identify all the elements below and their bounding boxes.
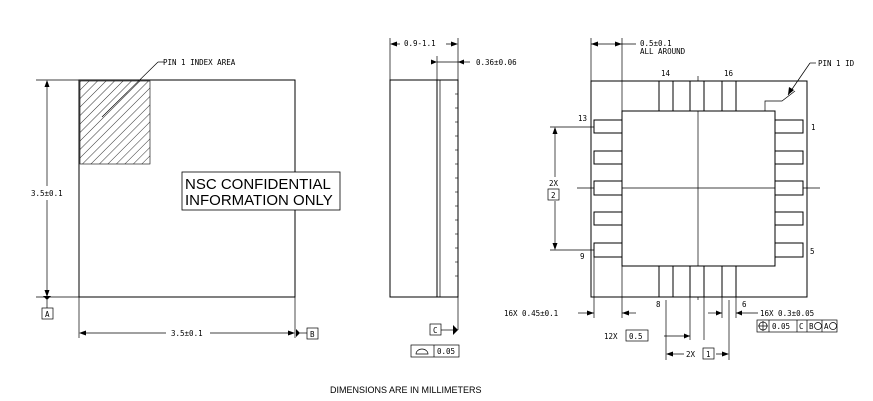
box-1-label: 1	[706, 350, 711, 359]
bottom-pads	[658, 265, 737, 298]
datum-a-marker	[43, 296, 51, 300]
flatness-frame	[410, 344, 460, 358]
pitch-count: 12X	[604, 332, 618, 341]
box-1	[702, 347, 715, 360]
pin1-id-chamfer	[764, 90, 796, 111]
datum-b-box	[306, 327, 319, 340]
pin1-index-leader	[101, 61, 159, 118]
datum-b-label: B	[310, 330, 315, 339]
box-2	[547, 188, 560, 201]
pin-5-label: 5	[810, 247, 815, 256]
col-span-count: 2X	[686, 350, 696, 359]
top-pads	[658, 80, 737, 112]
edge-dim-label: 0.5±0.1	[640, 39, 672, 48]
height-dim-label: 3.5±0.1	[31, 189, 63, 198]
confidential-box	[181, 171, 341, 211]
pad-length-label: 16X 0.45±0.1	[504, 309, 558, 318]
mmc-a-icon	[829, 322, 837, 330]
mmc-b-icon	[814, 322, 822, 330]
pin-9-label: 9	[580, 252, 585, 261]
side-view-leads	[455, 93, 458, 277]
tol-datum-b: B	[809, 322, 814, 331]
datum-b-marker	[296, 329, 300, 337]
row-span-count: 2X	[549, 179, 559, 188]
pin-13-label: 13	[578, 114, 587, 123]
flatness-icon	[415, 348, 429, 355]
pin-14-label: 14	[661, 69, 671, 78]
pin-6-label: 6	[742, 300, 747, 309]
position-tolerance-frame: 0.05 C B A	[756, 319, 838, 333]
datum-c-marker	[453, 325, 458, 335]
dimensions-note: DIMENSIONS ARE IN MILLIMETERS	[330, 385, 482, 395]
pin-16-label: 16	[724, 69, 734, 78]
flatness-value: 0.05	[437, 347, 455, 356]
thickness-dim-label: 0.9-1.1	[404, 39, 436, 48]
exposed-die-pad	[621, 110, 776, 267]
box-2-label: 2	[551, 191, 556, 200]
standoff-dim-label: 0.36±0.06	[476, 58, 517, 67]
datum-c-box	[429, 323, 442, 336]
tol-datum-c: C	[799, 322, 804, 331]
pin1-index-label: PIN 1 INDEX AREA	[163, 58, 236, 67]
datum-c-label: C	[433, 326, 438, 335]
bottom-view: 14 16 13 1 9 5 8 6 0.5±0.1 ALL AROUND PI…	[504, 38, 855, 360]
datum-a-box	[41, 307, 54, 320]
edge-dim-sub: ALL AROUND	[640, 47, 686, 56]
pin-1-label: 1	[811, 123, 816, 132]
confidential-line2: INFORMATION ONLY	[185, 192, 333, 209]
left-pads	[593, 119, 623, 258]
side-view: 0.9-1.1 0.36±0.06 C 0.05	[389, 38, 517, 358]
pad-width-label: 16X 0.3±0.05	[760, 309, 814, 318]
width-dim-label: 3.5±0.1	[171, 329, 203, 338]
pin1-index-area	[79, 80, 151, 165]
pitch-value: 0.5	[629, 332, 643, 341]
pin1-id-label: PIN 1 ID	[818, 59, 855, 68]
pin-8-label: 8	[656, 300, 661, 309]
top-view: PIN 1 INDEX AREA NSC CONFIDENTIAL INFORM…	[28, 58, 341, 340]
datum-a-label: A	[45, 310, 50, 319]
right-pads	[774, 119, 804, 258]
tol-value: 0.05	[772, 322, 790, 331]
confidential-line1: NSC CONFIDENTIAL	[185, 176, 331, 193]
tol-datum-a: A	[824, 322, 829, 331]
pitch-box	[625, 329, 649, 342]
side-view-body	[389, 79, 459, 298]
